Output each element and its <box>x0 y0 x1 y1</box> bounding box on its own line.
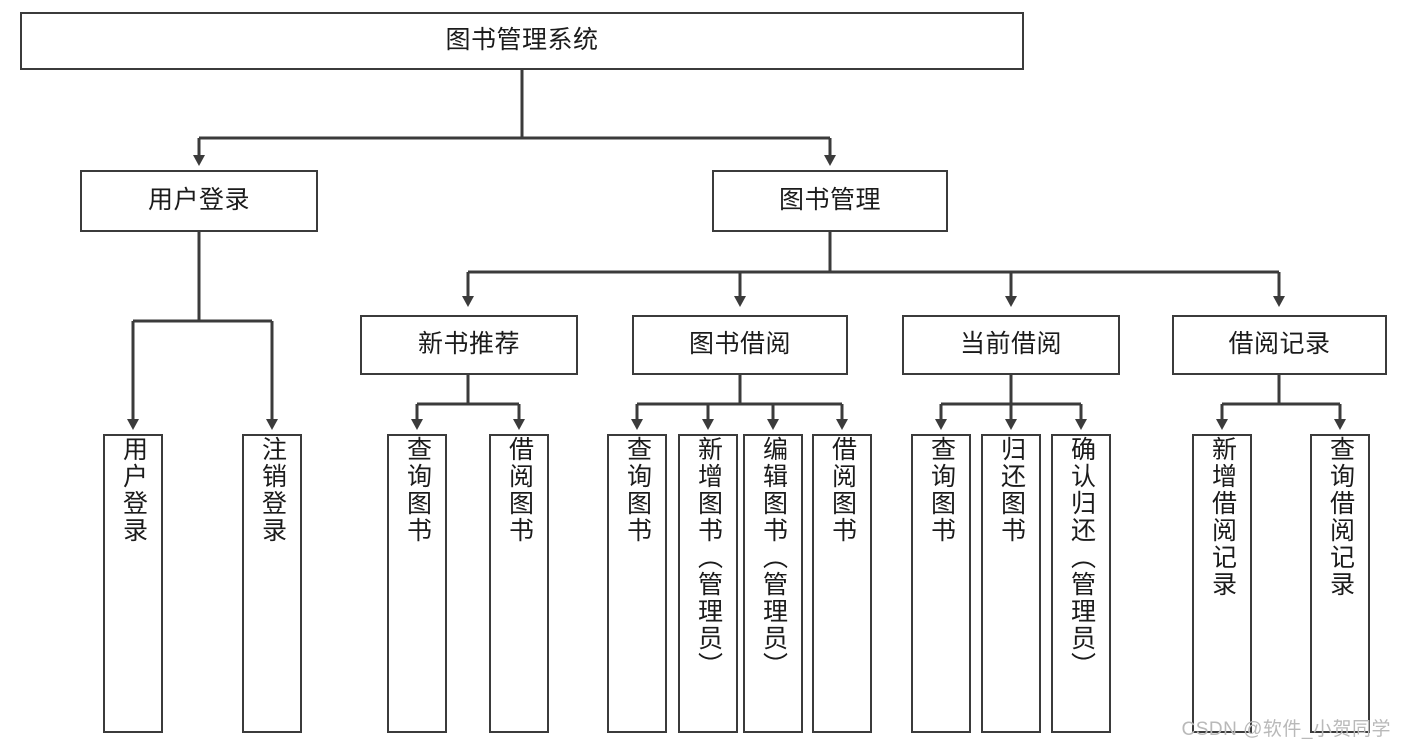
node-label: 新书推荐 <box>417 330 520 359</box>
node-label: 借阅图书 <box>505 436 534 544</box>
node-borrow-record[interactable]: 借阅记录 <box>1172 315 1387 375</box>
node-leaf-query-book-current[interactable]: 查询图书 <box>911 434 971 733</box>
node-label: 注销登录 <box>258 436 287 544</box>
node-label: 图书管理系统 <box>445 26 599 55</box>
node-label: 确认归还（管理员） <box>1067 436 1096 679</box>
node-label: 借阅图书 <box>828 436 857 544</box>
node-label: 用户登录 <box>147 186 250 215</box>
node-label: 查询图书 <box>927 436 956 544</box>
node-leaf-borrow-book-rec[interactable]: 借阅图书 <box>489 434 549 733</box>
node-leaf-add-borrow-record[interactable]: 新增借阅记录 <box>1192 434 1252 733</box>
node-user-login[interactable]: 用户登录 <box>80 170 318 232</box>
node-label: 新增借阅记录 <box>1208 436 1237 598</box>
node-label: 当前借阅 <box>959 330 1062 359</box>
node-book-borrow[interactable]: 图书借阅 <box>632 315 848 375</box>
node-label: 归还图书 <box>997 436 1026 544</box>
node-leaf-edit-book-admin[interactable]: 编辑图书（管理员） <box>743 434 803 733</box>
node-label: 图书管理 <box>778 186 881 215</box>
node-label: 查询图书 <box>623 436 652 544</box>
node-label: 编辑图书（管理员） <box>759 436 788 679</box>
node-leaf-query-book-rec[interactable]: 查询图书 <box>387 434 447 733</box>
node-leaf-query-book-borrow[interactable]: 查询图书 <box>607 434 667 733</box>
node-leaf-borrow-book[interactable]: 借阅图书 <box>812 434 872 733</box>
node-label: 用户登录 <box>119 436 148 544</box>
node-leaf-add-book-admin[interactable]: 新增图书（管理员） <box>678 434 738 733</box>
node-leaf-confirm-return-admin[interactable]: 确认归还（管理员） <box>1051 434 1111 733</box>
node-label: 查询借阅记录 <box>1326 436 1355 598</box>
watermark-text: CSDN @软件_小贺同学 <box>1181 719 1391 740</box>
node-new-book-recommend[interactable]: 新书推荐 <box>360 315 578 375</box>
node-label: 新增图书（管理员） <box>694 436 723 679</box>
node-current-borrow[interactable]: 当前借阅 <box>902 315 1120 375</box>
node-root-system[interactable]: 图书管理系统 <box>20 12 1024 70</box>
node-label: 查询图书 <box>403 436 432 544</box>
node-book-manage[interactable]: 图书管理 <box>712 170 948 232</box>
node-leaf-query-borrow-record[interactable]: 查询借阅记录 <box>1310 434 1370 733</box>
node-label: 借阅记录 <box>1228 330 1331 359</box>
node-label: 图书借阅 <box>688 330 791 359</box>
node-leaf-logout[interactable]: 注销登录 <box>242 434 302 733</box>
node-leaf-user-login[interactable]: 用户登录 <box>103 434 163 733</box>
node-leaf-return-book[interactable]: 归还图书 <box>981 434 1041 733</box>
